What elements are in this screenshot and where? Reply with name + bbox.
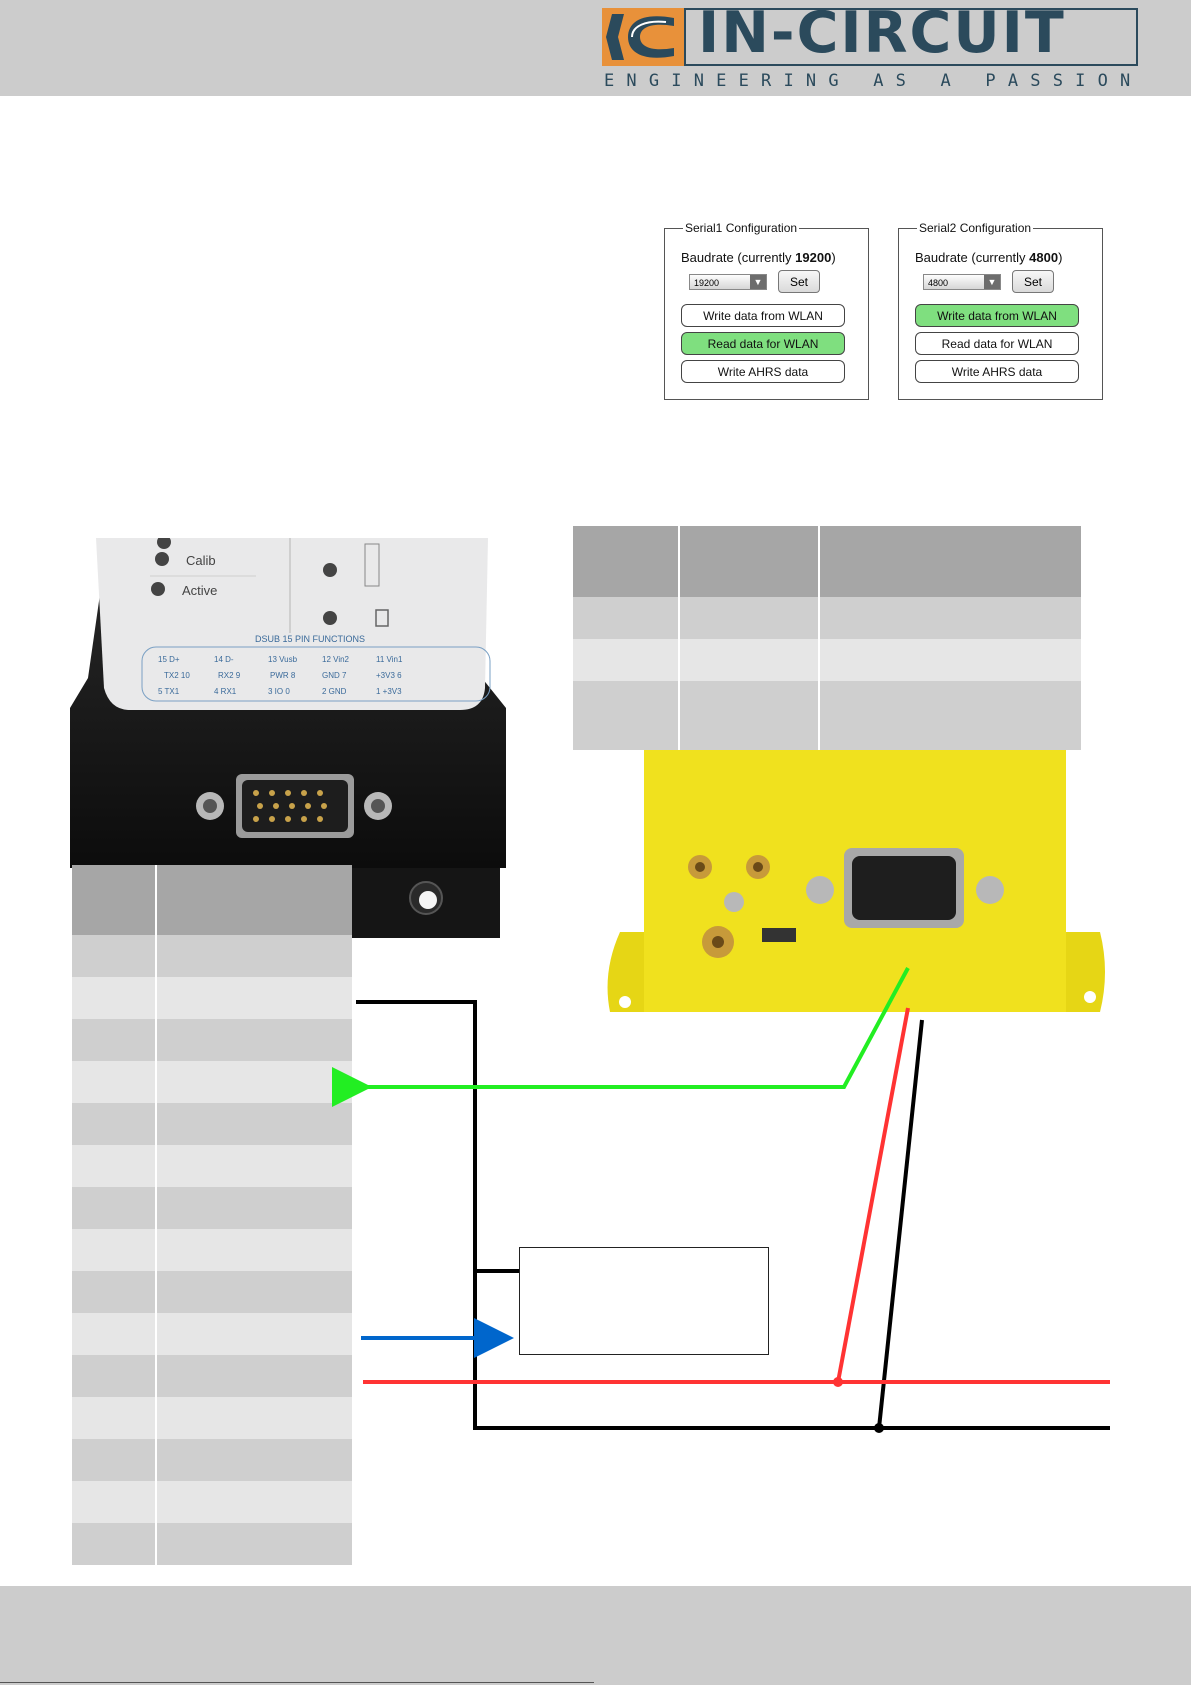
- table-row: [72, 1187, 352, 1229]
- serial1-legend: Serial1 Configuration: [683, 220, 800, 236]
- table-row: [72, 977, 352, 1019]
- pin-label: 12 Vin2: [322, 655, 350, 664]
- serial1-baudrate-label: Baudrate (currently 19200): [681, 250, 836, 265]
- calib-led-label: Calib: [186, 553, 216, 568]
- pin-assignment-table-left: [72, 865, 352, 1565]
- pin-label: RX2 9: [218, 671, 241, 680]
- pin-label: 5 TX1: [158, 687, 180, 696]
- serial2-configuration-panel: Serial2 Configuration Baudrate (currentl…: [898, 220, 1103, 400]
- green-wire: [332, 967, 910, 1107]
- active-led-label: Active: [182, 583, 217, 598]
- pin-label: 2 GND: [322, 687, 347, 696]
- pin-label: 4 RX1: [214, 687, 237, 696]
- dsub-pin-functions-title: DSUB 15 PIN FUNCTIONS: [255, 634, 365, 644]
- table-row: [573, 639, 1081, 681]
- table-row: [72, 1271, 352, 1313]
- serial2-read-data-for-wlan-button[interactable]: Read data for WLAN: [915, 332, 1079, 355]
- table-header-row: [573, 526, 1081, 597]
- table-row: [72, 1439, 352, 1481]
- serial1-baudrate-select[interactable]: 19200▼: [689, 274, 767, 290]
- table-row: [72, 1523, 352, 1565]
- serial2-baudrate-select[interactable]: 4800▼: [923, 274, 1001, 290]
- footer-divider: [0, 1682, 594, 1683]
- black-wire-device: [877, 1019, 924, 1429]
- table-row: [72, 1313, 352, 1355]
- page-header: [0, 0, 1191, 96]
- pin-assignment-table-right: [573, 526, 1081, 750]
- table-row: [72, 1229, 352, 1271]
- pin-label: 14 D-: [214, 655, 234, 664]
- serial2-legend: Serial2 Configuration: [917, 220, 1034, 236]
- red-wire-device: [836, 1007, 910, 1383]
- pin-label: 1 +3V3: [376, 687, 402, 696]
- in-circuit-logo-icon: [602, 8, 684, 66]
- pin-label: 11 Vin1: [376, 655, 403, 664]
- pin-label: 13 Vusb: [268, 655, 298, 664]
- pin-label: TX2 10: [164, 671, 190, 680]
- table-row: [573, 681, 1081, 750]
- note-box: [519, 1247, 769, 1355]
- serial2-set-button[interactable]: Set: [1012, 270, 1054, 293]
- table-row: [72, 1355, 352, 1397]
- serial1-write-data-from-wlan-button[interactable]: Write data from WLAN: [681, 304, 845, 327]
- junction-dot: [874, 1423, 884, 1433]
- pin-label: PWR 8: [270, 671, 296, 680]
- table-row: [72, 1019, 352, 1061]
- serial2-write-ahrs-data-button[interactable]: Write AHRS data: [915, 360, 1079, 383]
- serial2-write-data-from-wlan-button[interactable]: Write data from WLAN: [915, 304, 1079, 327]
- serial1-set-button[interactable]: Set: [778, 270, 820, 293]
- table-row: [72, 1061, 352, 1103]
- logo-tagline: ENGINEERING AS A PASSION: [604, 71, 1143, 91]
- serial2-baudrate-label: Baudrate (currently 4800): [915, 250, 1063, 265]
- serial1-read-data-for-wlan-button[interactable]: Read data for WLAN: [681, 332, 845, 355]
- table-row: [72, 1145, 352, 1187]
- pin-label: +3V3 6: [376, 671, 402, 680]
- black-device-photo: Calib Active DSUB 15 PIN FUNCTIONS 15 D+…: [60, 535, 512, 943]
- table-row: [573, 597, 1081, 639]
- table-row: [72, 1103, 352, 1145]
- table-row: [72, 935, 352, 977]
- page-footer: [0, 1586, 1191, 1685]
- table-header-row: [72, 865, 352, 935]
- pin-label: 15 D+: [158, 655, 180, 664]
- table-row: [72, 1481, 352, 1523]
- chevron-down-icon: ▼: [984, 275, 1000, 289]
- black-wire-left: [356, 1000, 1110, 1430]
- table-row: [72, 1397, 352, 1439]
- logo-text: IN-CIRCUIT: [698, 0, 1066, 66]
- serial1-write-ahrs-data-button[interactable]: Write AHRS data: [681, 360, 845, 383]
- pin-label: GND 7: [322, 671, 347, 680]
- chevron-down-icon: ▼: [750, 275, 766, 289]
- serial1-configuration-panel: Serial1 Configuration Baudrate (currentl…: [664, 220, 869, 400]
- pin-label: 3 IO 0: [268, 687, 290, 696]
- junction-dot: [833, 1377, 843, 1387]
- logo-frame: [684, 8, 1138, 66]
